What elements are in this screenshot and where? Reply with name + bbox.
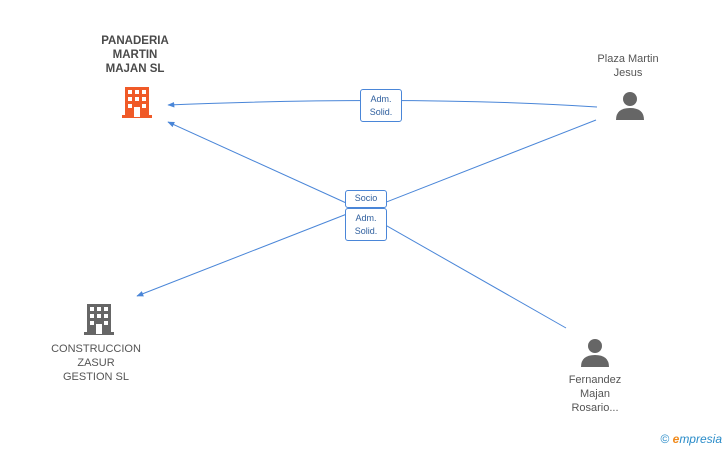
brand-name: mpresia [679, 432, 722, 446]
node-label-panaderia[interactable]: PANADERIA MARTIN MAJAN SL [90, 34, 180, 76]
edge-label-adm-solid-center[interactable]: Adm. Solid. [345, 208, 387, 241]
label-line: Plaza Martin [597, 53, 659, 65]
edge-label-socio[interactable]: Socio [345, 190, 387, 208]
edge-fernandez-to-center [365, 213, 567, 329]
label-line: ZASUR [77, 357, 115, 369]
person-icon [616, 92, 644, 120]
node-label-fernandez[interactable]: Fernandez Majan Rosario... [545, 373, 645, 415]
label-line: Adm. [355, 213, 377, 223]
copyright-symbol: © [660, 432, 670, 446]
edge-center-to-panaderia [167, 121, 367, 213]
label-line: Majan [580, 388, 610, 400]
label-line: MAJAN SL [105, 63, 165, 75]
label-line: Socio [354, 193, 378, 203]
label-line: Adm. [370, 94, 392, 104]
label-line: Rosario... [571, 402, 619, 414]
person-icon [581, 339, 609, 367]
label-line: PANADERIA [101, 35, 169, 47]
edge-center-to-construccion [136, 211, 353, 297]
node-label-plaza[interactable]: Plaza Martin Jesus [578, 52, 678, 80]
label-line: Jesus [613, 67, 643, 79]
edge-plaza-to-center [365, 119, 597, 211]
building-icon [84, 304, 114, 335]
label-line: Solid. [369, 107, 393, 117]
brand-initial: e [672, 432, 680, 446]
node-label-construccion[interactable]: CONSTRUCCION ZASUR GESTION SL [46, 342, 146, 384]
edge-label-adm-solid-top[interactable]: Adm. Solid. [360, 89, 402, 122]
label-line: GESTION SL [62, 371, 130, 383]
label-line: MARTIN [112, 49, 158, 61]
empresia-watermark: © empresia [660, 432, 722, 446]
label-line: CONSTRUCCION [51, 343, 141, 355]
label-line: Solid. [354, 226, 378, 236]
building-icon [122, 87, 152, 118]
label-line: Fernandez [568, 374, 622, 386]
